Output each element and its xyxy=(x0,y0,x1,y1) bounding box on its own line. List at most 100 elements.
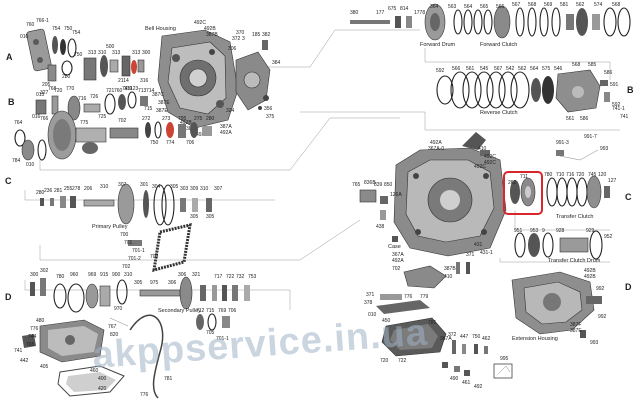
bell-housing xyxy=(157,29,239,129)
part-number-label: 462 xyxy=(482,336,491,342)
part-number-label: 760 xyxy=(114,88,123,94)
part-number-label: 586 xyxy=(604,70,613,76)
extension-housing-labels: 492B 492B 387F 387E 992 992 993 xyxy=(570,268,607,346)
caption-transfer-clutch: Transfer Clutch xyxy=(556,214,593,220)
reverse-clutch-labels: 592 566 561 545 567 542 562 564 575 546 … xyxy=(436,62,621,122)
part-number-label: 566 xyxy=(496,4,505,10)
part-number-label: 713 xyxy=(138,88,147,94)
part-number-label: 546 xyxy=(554,66,563,72)
part-number-label: 780 xyxy=(544,172,553,178)
part-number-label: 566 xyxy=(452,66,461,72)
lower-center-parts xyxy=(376,265,447,357)
part-number-label: 015 xyxy=(36,92,45,98)
part-number-label: 410 xyxy=(444,274,453,280)
part-number-label: 567 xyxy=(512,2,521,8)
part-number-label: 1778 xyxy=(414,10,425,16)
bottom-right-labels: 367A 372 447 750 462 490 461 492 995 xyxy=(440,332,509,390)
part-number-label: 364 xyxy=(430,4,439,10)
part-number-label: 929 xyxy=(586,228,595,234)
part-number-label: 716 xyxy=(566,172,575,178)
part-number-label: 313 xyxy=(88,50,97,56)
part-number-label: 382 xyxy=(262,32,271,38)
caption-forward-drum: Forward Drum xyxy=(420,42,456,48)
part-number-label: 400 xyxy=(98,376,107,382)
part-number-label: 774 xyxy=(166,140,175,146)
part-number-label: 305 xyxy=(134,280,143,286)
part-number-label: 568 xyxy=(528,2,537,8)
part-number-label: 367A-0 xyxy=(428,146,444,152)
part-number-label: 969 xyxy=(88,272,97,278)
part-number-label: 281 xyxy=(54,188,63,194)
part-number-label: 356 xyxy=(264,106,273,112)
part-number-label: 960 xyxy=(70,272,79,278)
part-number-label: 750 xyxy=(472,334,481,340)
part-number-label: 492B xyxy=(180,120,192,126)
section-a-right-parts xyxy=(235,40,271,111)
part-number-label: 592 xyxy=(612,102,621,108)
section-a-left-parts xyxy=(26,28,145,82)
part-number-label: 387F xyxy=(570,322,581,328)
caption-forward-clutch: Forward Clutch xyxy=(480,42,517,48)
part-number-label: 675 xyxy=(388,6,397,12)
part-number-label: 741 xyxy=(620,114,629,120)
part-number-label: 995 xyxy=(500,356,509,362)
part-number-label: 744 xyxy=(28,334,37,340)
part-number-label: 716 xyxy=(78,96,87,102)
part-number-label: 992 xyxy=(598,314,607,320)
part-number-label: 776 xyxy=(140,392,149,398)
part-number-label: 304 xyxy=(152,184,161,190)
part-number-label: 586 xyxy=(580,116,589,122)
part-number-label: 206 xyxy=(84,186,93,192)
part-number-label: 387E xyxy=(570,328,582,334)
part-number-label: 993 xyxy=(590,340,599,346)
caption-transfer-clutch-drum: Transfer Clutch Drum xyxy=(548,258,601,264)
section-guide-lines xyxy=(24,29,620,310)
part-number-label: 431-1 xyxy=(480,250,493,256)
part-number-label: 710 xyxy=(556,172,565,178)
part-number-label: 836B xyxy=(364,180,376,186)
part-number-label: 492B xyxy=(584,268,596,274)
part-number-label: 275 xyxy=(194,116,203,122)
part-number-label: 750 xyxy=(74,52,83,58)
primary-pulley-parts xyxy=(40,183,212,273)
part-number-label: 447 xyxy=(460,334,469,340)
part-number-label: 205 xyxy=(42,82,51,88)
part-number-label: 712 xyxy=(196,308,205,314)
part-number-label: 701-1 xyxy=(132,248,145,254)
part-number-label: 781 xyxy=(164,376,173,382)
part-number-label: 568 xyxy=(572,62,581,68)
part-number-label: 753 xyxy=(248,274,257,280)
lower-center-labels: 702 371 378 776 779 010 450 720 785 722 xyxy=(364,266,437,364)
part-number-label: 310 xyxy=(98,50,107,56)
part-number-label: 371 xyxy=(466,252,475,258)
reverse-clutch-parts xyxy=(436,69,610,113)
part-number-label: 775 xyxy=(80,120,89,126)
caption-reverse-clutch: Reverse Clutch xyxy=(480,110,518,116)
part-number-label: 993 xyxy=(600,146,609,152)
part-number-label: 305 xyxy=(206,214,215,220)
secondary-pulley-parts xyxy=(30,276,250,331)
bottom-right-parts xyxy=(442,340,513,379)
part-number-label: 319 xyxy=(124,86,133,92)
part-number-label: 776 xyxy=(404,294,413,300)
part-number-label: 591 xyxy=(610,82,619,88)
part-number-label: 306 xyxy=(168,280,177,286)
part-number-label: 480 xyxy=(36,318,45,324)
part-number-label: 492C xyxy=(484,154,496,160)
part-number-label: 767 xyxy=(108,324,117,330)
part-number-label: 766-1 xyxy=(36,18,49,24)
part-number-label: 726 xyxy=(90,94,99,100)
part-number-label: 715 xyxy=(206,308,215,314)
part-number-label: 561 xyxy=(566,116,575,122)
caption-extension-housing: Extension Housing xyxy=(512,336,558,342)
part-number-label: 722 xyxy=(398,358,407,364)
part-number-label: 711 xyxy=(520,174,528,180)
part-number-label: 760 xyxy=(26,22,35,28)
part-number-label: 820 xyxy=(110,332,119,338)
part-number-label: 306 xyxy=(228,46,237,52)
part-number-label: 569 xyxy=(544,2,553,8)
part-number-label: 387B xyxy=(444,266,456,272)
part-number-label: 123 xyxy=(130,86,139,92)
part-number-label: 273 xyxy=(162,116,171,122)
part-number-label: 567 xyxy=(494,66,503,72)
